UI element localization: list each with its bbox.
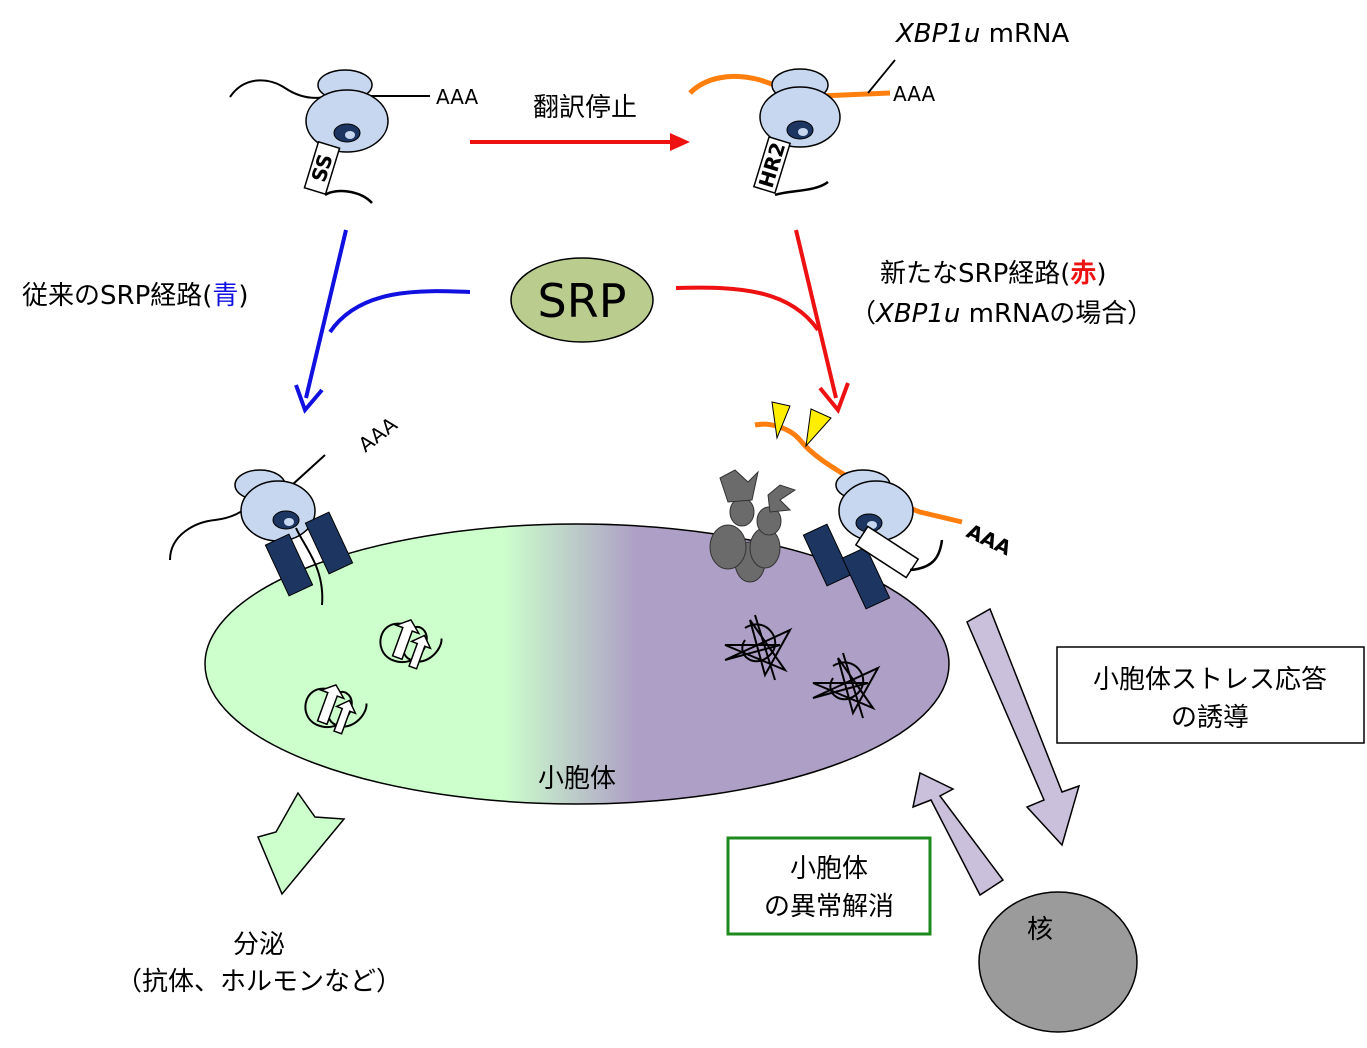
conventional-pathway-arrow	[304, 229, 348, 399]
er-stress-signal-arrow	[966, 607, 1081, 847]
srp-label: SRP	[538, 274, 627, 328]
conventional-pathway-arrowhead	[294, 384, 324, 414]
misfolded-protein-icon	[812, 652, 881, 719]
conventional-pathway-label: 従来のSRP経路(青)	[22, 281, 249, 311]
stress-response-label-line2: の誘導	[1171, 703, 1249, 733]
ribosome-docked-xbp1u: AAA	[754, 401, 1016, 610]
poly-a-tail-label: AAA	[963, 519, 1016, 561]
srp-particle	[510, 257, 654, 343]
new-pathway-label: 新たなSRP経路(赤)	[880, 259, 1107, 289]
er-recovery-label-line2: の異常解消	[764, 892, 894, 922]
er-recovery-arrow	[911, 771, 1005, 897]
new-pathway-srp-arrow	[675, 285, 820, 332]
translocon-channel	[802, 523, 891, 610]
degradation-marker-icon	[805, 408, 832, 448]
nucleus	[978, 891, 1138, 1033]
poly-a-tail-label: AAA	[436, 85, 478, 109]
translation-pause-label: 翻訳停止	[533, 93, 637, 123]
er-label: 小胞体	[538, 764, 616, 794]
er-recovery-label: 小胞体	[790, 854, 868, 884]
stress-response-label: 小胞体ストレス応答	[1093, 665, 1327, 695]
secretion-arrow	[256, 791, 346, 896]
folded-protein-icon	[304, 684, 368, 735]
conventional-pathway-srp-arrow	[328, 289, 471, 334]
secretion-label: 分泌	[233, 930, 285, 960]
poly-a-tail-label: AAA	[354, 412, 402, 457]
secretion-examples: （抗体、ホルモンなど）	[116, 967, 402, 997]
hr2-label: HR2	[754, 139, 790, 190]
xbp1u-mrna-label: XBP1u mRNA	[894, 19, 1069, 49]
translation-pause-arrowhead	[670, 133, 690, 151]
translocon-channel	[264, 511, 354, 597]
ribosome-xbp1u: HR2 AAA	[688, 59, 935, 197]
new-pathway-arrowhead	[818, 382, 850, 414]
er-membrane	[204, 523, 950, 805]
stress-response-box: 小胞体ストレス応答 の誘導	[1056, 646, 1365, 744]
misfolded-protein-icon	[724, 614, 793, 681]
ribosome-signal-sequence: SS AAA	[229, 69, 478, 204]
er-recovery-box: 小胞体 の異常解消	[726, 836, 932, 936]
degradation-marker-icon	[771, 401, 791, 440]
ire1-protein	[709, 469, 797, 583]
new-pathway-note: （XBP1u mRNAの場合）	[850, 299, 1153, 329]
new-pathway-arrow	[794, 229, 838, 399]
ribosome-docked-conventional: AAA	[169, 412, 402, 606]
nucleus-label: 核	[1027, 915, 1053, 945]
folded-protein-icon	[379, 619, 443, 670]
poly-a-tail-label: AAA	[893, 82, 935, 106]
